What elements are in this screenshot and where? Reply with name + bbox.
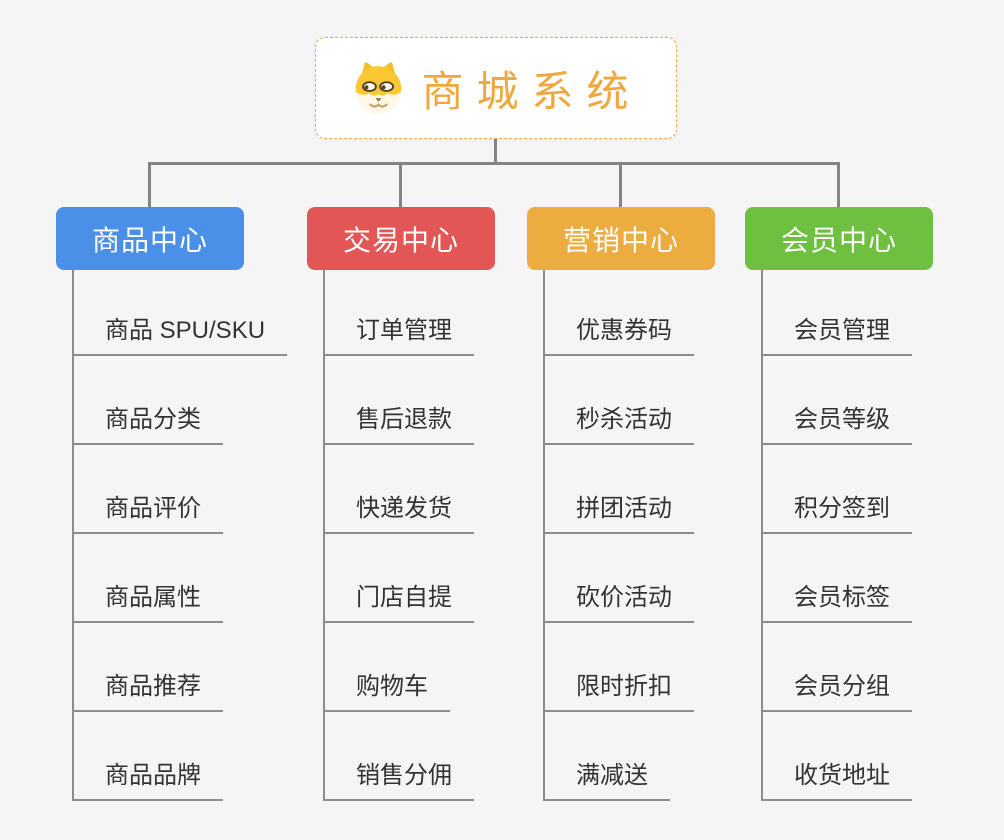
mindmap-node-member-group[interactable]: 会员分组 bbox=[761, 672, 912, 712]
dog-face-icon bbox=[350, 61, 407, 115]
mindmap-node-product-spu-sku[interactable]: 商品 SPU/SKU bbox=[72, 316, 288, 356]
mindmap-node-limited-time-discount[interactable]: 限时折扣 bbox=[543, 672, 694, 712]
mindmap-node-shopping-cart[interactable]: 购物车 bbox=[323, 672, 450, 712]
mindmap-node-full-reduction[interactable]: 满减送 bbox=[543, 761, 670, 801]
mindmap-node-product-recommend[interactable]: 商品推荐 bbox=[72, 672, 223, 712]
mindmap-node-store-pickup[interactable]: 门店自提 bbox=[323, 583, 474, 623]
trunk-line-product bbox=[72, 270, 74, 801]
mindmap-node-bargain-activity[interactable]: 砍价活动 bbox=[543, 583, 694, 623]
mindmap-node-points-checkin[interactable]: 积分签到 bbox=[761, 494, 912, 534]
connector-drop-member bbox=[837, 165, 840, 207]
mindmap-node-flash-sale[interactable]: 秒杀活动 bbox=[543, 405, 694, 445]
trunk-line-marketing bbox=[543, 270, 545, 801]
connector-drop-marketing bbox=[619, 165, 622, 207]
connector-horizontal bbox=[148, 162, 840, 165]
connector-drop-trade bbox=[399, 165, 402, 207]
mindmap-node-shipping-address[interactable]: 收货地址 bbox=[761, 761, 912, 801]
branch-trade-center[interactable]: 交易中心 bbox=[307, 207, 495, 270]
branch-member-center[interactable]: 会员中心 bbox=[745, 207, 933, 270]
mindmap-node-member-level[interactable]: 会员等级 bbox=[761, 405, 912, 445]
branch-marketing-center[interactable]: 营销中心 bbox=[527, 207, 715, 270]
mindmap-node-member-management[interactable]: 会员管理 bbox=[761, 316, 912, 356]
root-node-mall-system[interactable]: 商城系统 bbox=[315, 37, 677, 139]
root-title: 商城系统 bbox=[421, 67, 642, 115]
branch-product-center[interactable]: 商品中心 bbox=[56, 207, 244, 270]
mindmap-node-product-category[interactable]: 商品分类 bbox=[72, 405, 223, 445]
mindmap-node-product-brand[interactable]: 商品品牌 bbox=[72, 761, 223, 801]
mindmap-node-product-attribute[interactable]: 商品属性 bbox=[72, 583, 223, 623]
trunk-line-trade bbox=[323, 270, 325, 801]
mindmap-node-product-review[interactable]: 商品评价 bbox=[72, 494, 223, 534]
mindmap-node-sales-commission[interactable]: 销售分佣 bbox=[323, 761, 474, 801]
mindmap-node-express-shipping[interactable]: 快递发货 bbox=[323, 494, 474, 534]
branch-label: 交易中心 bbox=[342, 224, 459, 256]
mindmap-node-coupon-code[interactable]: 优惠券码 bbox=[543, 316, 694, 356]
mindmap-node-member-tag[interactable]: 会员标签 bbox=[761, 583, 912, 623]
branch-label: 商品中心 bbox=[91, 224, 208, 256]
trunk-line-member bbox=[761, 270, 763, 801]
mindmap-node-aftersale-refund[interactable]: 售后退款 bbox=[323, 405, 474, 445]
branch-label: 会员中心 bbox=[780, 224, 897, 256]
connector-root-stem bbox=[494, 139, 497, 163]
branch-label: 营销中心 bbox=[562, 224, 679, 256]
mindmap-node-group-buy[interactable]: 拼团活动 bbox=[543, 494, 694, 534]
mindmap-node-order-management[interactable]: 订单管理 bbox=[323, 316, 474, 356]
connector-drop-product bbox=[148, 165, 151, 207]
